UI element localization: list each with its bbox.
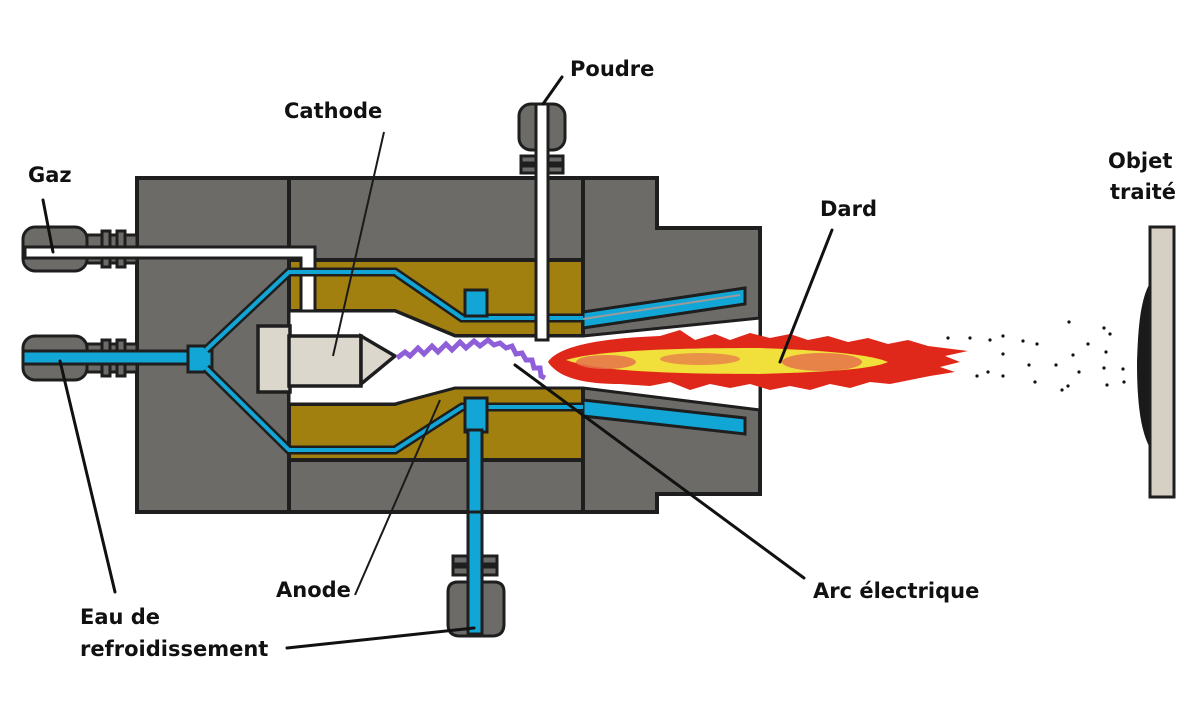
leader-cathode (332, 131, 385, 357)
leader-arc (513, 363, 806, 580)
label-objet-line1: Objet (1108, 149, 1172, 173)
powder-channel (534, 102, 550, 342)
leader-eau (58, 359, 117, 594)
water-upper-line (204, 270, 583, 352)
particle (1001, 352, 1005, 356)
leader-anode (354, 399, 441, 596)
cathode-rod (287, 334, 363, 388)
particle (1021, 339, 1025, 343)
particle (1033, 380, 1037, 384)
particle (1001, 374, 1005, 378)
upper-nozzle-channel-divider (582, 294, 741, 320)
label-cathode: Cathode (284, 99, 382, 123)
particle (988, 338, 992, 342)
particle (1035, 342, 1039, 346)
cathode-assembly (256, 324, 399, 394)
label-arc: Arc électrique (813, 579, 979, 603)
particle (1054, 363, 1058, 367)
particle (1060, 388, 1064, 392)
particle (1108, 332, 1112, 336)
particle (1027, 363, 1031, 367)
particle (1102, 326, 1106, 330)
flame-core-3 (782, 353, 862, 371)
flame-core-2 (660, 353, 740, 365)
electric-arc (395, 336, 547, 381)
water-inlet-channel (21, 349, 191, 366)
leader-poudre (541, 75, 564, 106)
sprayed-particles (946, 320, 1126, 392)
particle (946, 336, 950, 340)
particle (968, 336, 972, 340)
label-objet-line2: traité (1110, 180, 1176, 204)
leader-dard (778, 228, 834, 364)
water-outlet-in-fitting (466, 510, 484, 636)
label-gaz: Gaz (28, 163, 72, 187)
particle (1086, 342, 1090, 346)
particle (1077, 370, 1081, 374)
particle (1122, 380, 1126, 384)
particle (1121, 367, 1125, 371)
label-anode: Anode (276, 578, 351, 602)
treated-object (1137, 225, 1176, 499)
leader-eau-outlet (285, 626, 476, 650)
particle (1102, 366, 1106, 370)
label-eau-line2: refroidissement (80, 637, 268, 661)
gas-inlet (21, 225, 317, 313)
particle (986, 370, 990, 374)
particle (1001, 334, 1005, 338)
particle (975, 374, 979, 378)
cathode-tip (359, 332, 399, 388)
particle (1071, 353, 1075, 357)
cooling-water-system (21, 267, 583, 638)
coating-deposit (1137, 283, 1150, 448)
upper-nozzle-channel (581, 286, 747, 330)
plasma-jet (548, 330, 968, 390)
flame-core-1 (576, 355, 636, 369)
label-eau-line1: Eau de (80, 605, 160, 629)
substrate-plate (1148, 225, 1176, 499)
label-poudre: Poudre (570, 57, 654, 81)
water-upper-block (463, 288, 489, 318)
particle (1105, 383, 1109, 387)
particle (1104, 350, 1108, 354)
leader-gaz (41, 198, 55, 254)
cathode-base (256, 324, 292, 394)
label-dard: Dard (820, 197, 877, 221)
gas-channel (23, 245, 317, 313)
labels: Gaz Cathode Poudre Objet traité Dard Eau… (28, 57, 1176, 661)
leader-lines (41, 75, 834, 650)
water-lower-block (463, 396, 489, 434)
particle (1067, 320, 1071, 324)
water-lower-line (204, 366, 583, 452)
particle (1066, 384, 1070, 388)
nozzle-cooling-channels (581, 286, 747, 436)
